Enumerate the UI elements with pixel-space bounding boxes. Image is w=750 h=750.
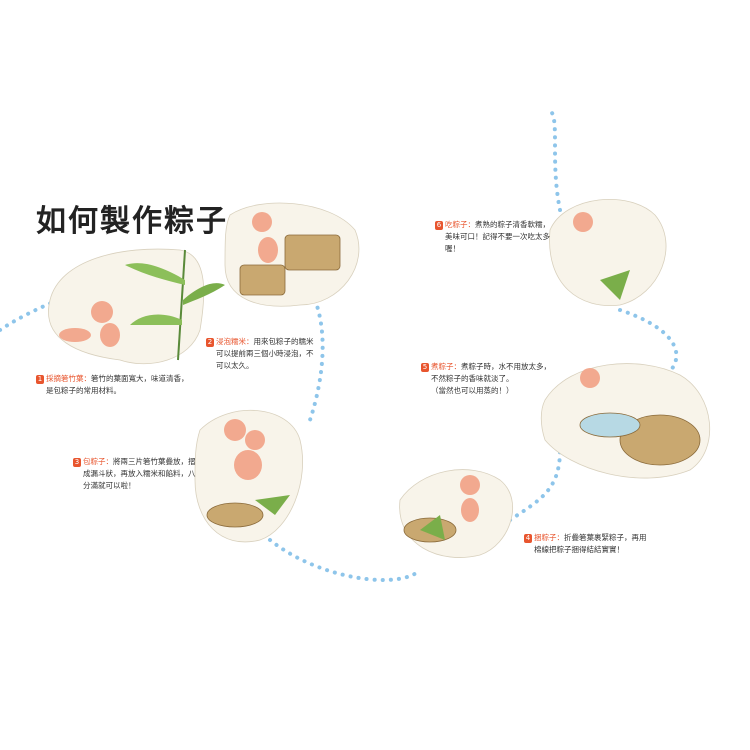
step-text: 箬竹的葉面寬大，味道清香， <box>91 374 189 383</box>
step-title: 包粽子： <box>83 457 113 466</box>
step-text: 用來包粽子的糯米 <box>253 337 314 346</box>
step-text: 煮粽子時，水不用放太多， <box>461 362 551 371</box>
step-text: 可以提前兩三個小時浸泡，不 <box>216 349 314 358</box>
step-text: 成漏斗狀，再放入糯米和餡料，八 <box>83 469 196 478</box>
step-title: 捆粽子： <box>534 533 564 542</box>
dotted-path <box>268 538 422 582</box>
step-number-badge: 3 <box>73 458 81 467</box>
dotted-path <box>548 108 562 212</box>
step-number-badge: 6 <box>435 221 443 230</box>
step-text: （當然也可以用蒸的！） <box>431 386 514 395</box>
step-text: 煮熟的粽子清香軟糯， <box>475 220 550 229</box>
dotted-path <box>308 298 325 422</box>
step-text: 折疊箬葉裹緊粽子，再用 <box>564 533 647 542</box>
page-title: 如何製作粽子 <box>36 204 228 239</box>
step-text: 可以太久。 <box>216 361 254 370</box>
basket-icon <box>206 234 701 543</box>
step-number-badge: 2 <box>206 338 214 347</box>
step-number-badge: 1 <box>36 375 44 384</box>
step-text: 喔！ <box>445 244 460 253</box>
dotted-path <box>508 448 562 522</box>
step-title: 浸泡糯米： <box>216 337 254 346</box>
step-text: 美味可口！記得不要一次吃太多 <box>445 232 550 241</box>
step-text: 是包粽子的常用材料。 <box>46 386 121 395</box>
step-text: 將兩三片箬竹葉疊放，摺 <box>113 457 196 466</box>
step-text: 棉線把粽子捆得結結實實！ <box>534 545 624 554</box>
blob-step-4 <box>399 469 514 558</box>
step-text: 分滿就可以啦！ <box>83 481 136 490</box>
step-title: 吃粽子： <box>445 220 475 229</box>
blob-step-6 <box>549 198 667 307</box>
step-number-badge: 5 <box>421 363 429 372</box>
zongzi-icon <box>255 270 630 540</box>
bamboo-leaves-icon <box>125 249 225 361</box>
step-text: 不然粽子的香味就淡了。 <box>431 374 514 383</box>
step-number-badge: 4 <box>524 534 532 543</box>
step-title: 煮粽子： <box>431 362 461 371</box>
step-title: 採摘箬竹葉： <box>46 374 91 383</box>
fox-icon <box>59 212 600 522</box>
